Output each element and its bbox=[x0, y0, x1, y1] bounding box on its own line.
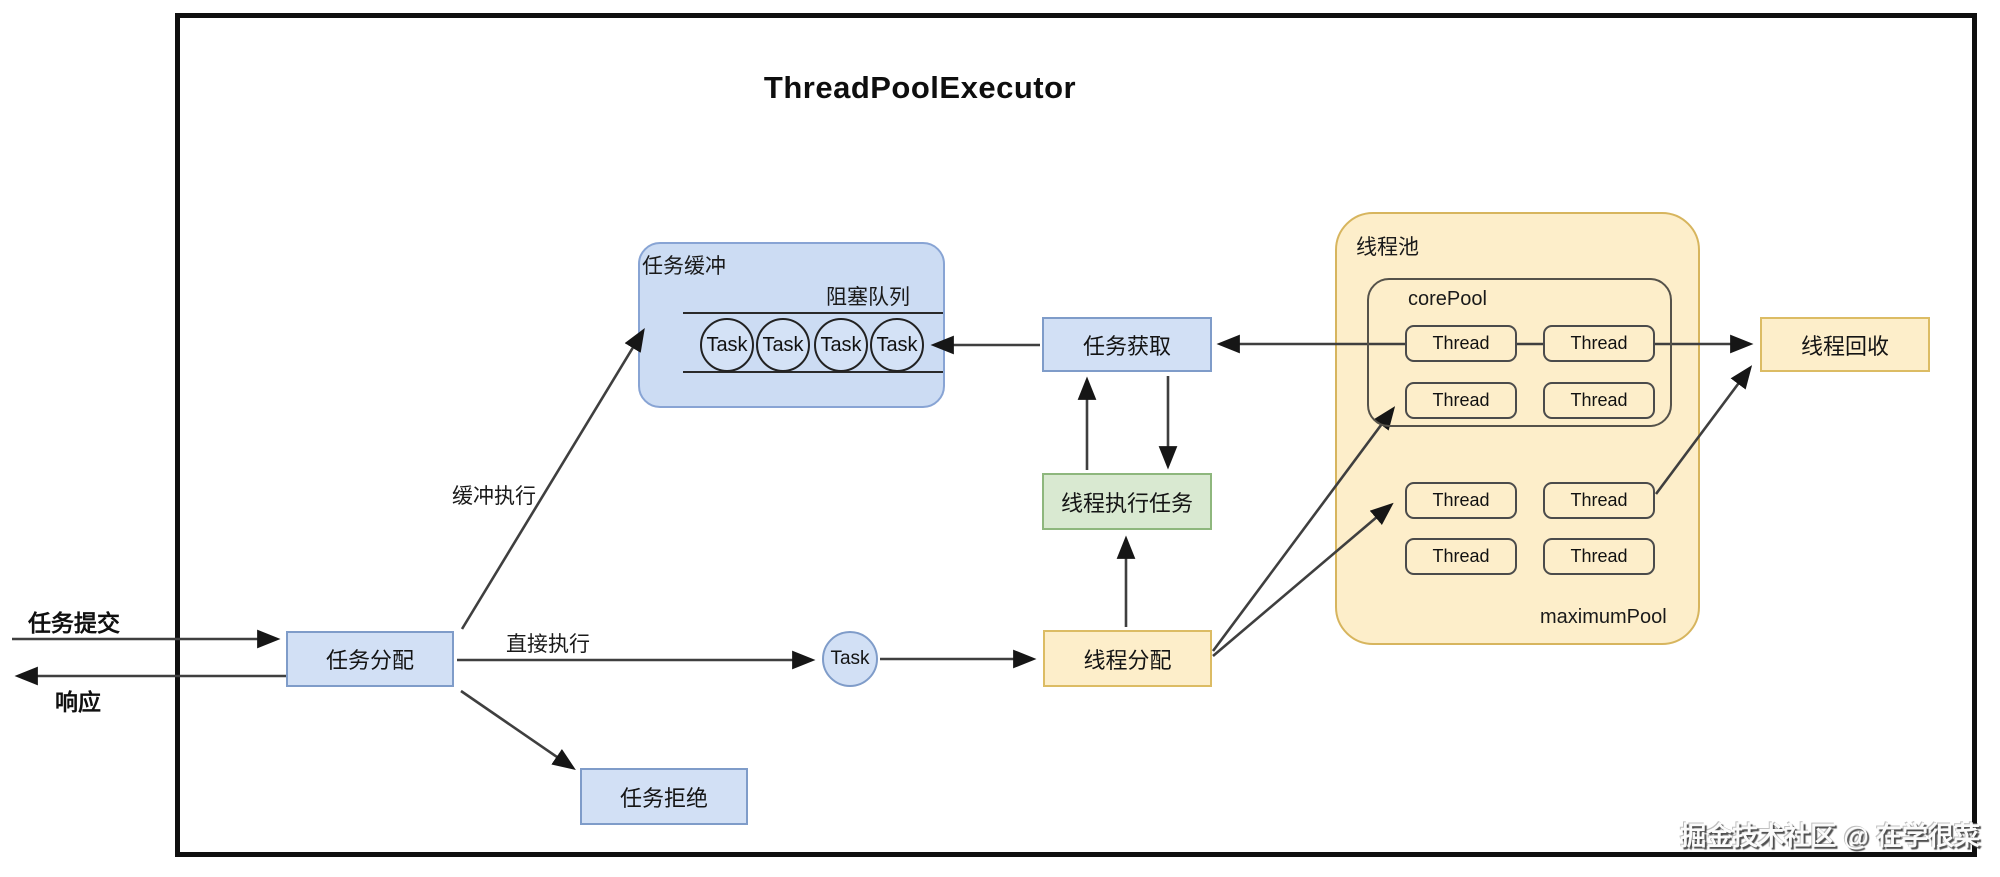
core-pool-label: corePool bbox=[1408, 288, 1487, 310]
core-thread-box: Thread bbox=[1405, 325, 1517, 362]
task-buffer-label: 任务缓冲 bbox=[642, 255, 726, 278]
queue-task-circle: Task bbox=[700, 318, 754, 372]
direct-exec-edge-label: 直接执行 bbox=[506, 633, 590, 656]
thread-pool-label: 线程池 bbox=[1356, 236, 1419, 259]
queue-task-circle: Task bbox=[814, 318, 868, 372]
buffer-exec-edge-label: 缓冲执行 bbox=[452, 485, 536, 508]
core-pool-box bbox=[1367, 278, 1672, 427]
response-label: 响应 bbox=[55, 689, 101, 715]
queue-task-circle: Task bbox=[870, 318, 924, 372]
thread-recycle-node: 线程回收 bbox=[1760, 317, 1930, 372]
blocking-queue-label: 阻塞队列 bbox=[826, 286, 910, 309]
diagram-frame bbox=[175, 13, 1977, 857]
task-fetch-node: 任务获取 bbox=[1042, 317, 1212, 372]
max-thread-box: Thread bbox=[1405, 538, 1517, 575]
max-thread-box: Thread bbox=[1543, 482, 1655, 519]
thread-exec-node: 线程执行任务 bbox=[1042, 473, 1212, 530]
core-thread-box: Thread bbox=[1405, 382, 1517, 419]
thread-pool-box bbox=[1335, 212, 1700, 645]
task-reject-node: 任务拒绝 bbox=[580, 768, 748, 825]
watermark: 掘金技术社区 @ 在学很菜 bbox=[1680, 821, 1980, 851]
task-dispatch-node: 任务分配 bbox=[286, 631, 454, 687]
core-thread-box: Thread bbox=[1543, 325, 1655, 362]
queue-task-circle: Task bbox=[756, 318, 810, 372]
max-thread-box: Thread bbox=[1405, 482, 1517, 519]
queue-rail-bottom bbox=[683, 371, 943, 373]
core-thread-box: Thread bbox=[1543, 382, 1655, 419]
max-thread-box: Thread bbox=[1543, 538, 1655, 575]
thread-dispatch-node: 线程分配 bbox=[1043, 630, 1212, 687]
task-submit-label: 任务提交 bbox=[28, 610, 120, 636]
queue-rail-top bbox=[683, 312, 943, 314]
task-circle-node: Task bbox=[822, 631, 878, 687]
diagram-title: ThreadPoolExecutor bbox=[763, 70, 1077, 105]
maximum-pool-label: maximumPool bbox=[1540, 606, 1667, 628]
